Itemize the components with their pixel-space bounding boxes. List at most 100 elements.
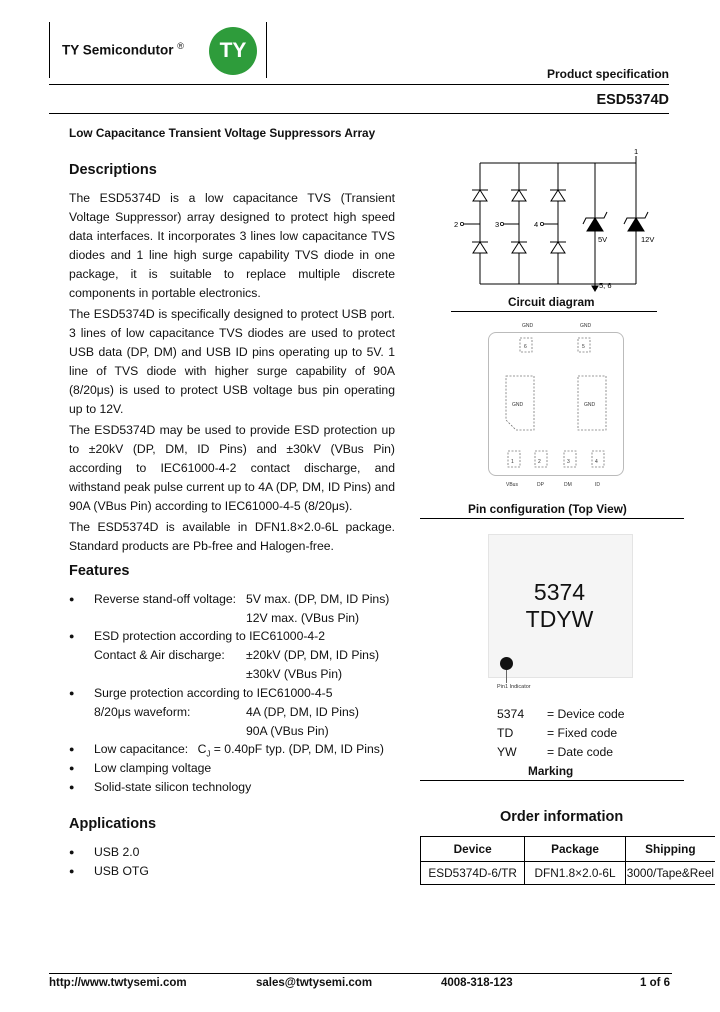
order-cell: DFN1.8×2.0-6L xyxy=(524,861,626,885)
description-paragraph: The ESD5374D is available in DFN1.8×2.0-… xyxy=(69,520,395,553)
header-rule-2 xyxy=(49,113,669,114)
feature-label: Low clamping voltage xyxy=(94,761,212,775)
order-cell: ESD5374D-6/TR xyxy=(419,861,526,885)
pin1-indicator-dot xyxy=(500,657,513,670)
pin-config-caption-rule xyxy=(420,518,684,519)
marking-legend-code: 5374 xyxy=(497,707,525,721)
capacitance-label: Low capacitance: xyxy=(94,742,189,756)
feature-item: Surge protection according to IEC61000-4… xyxy=(69,686,399,742)
feature-item: ESD protection according to IEC61000-4-2… xyxy=(69,629,399,685)
feature-item: Reverse stand-off voltage: 5V max. (DP, … xyxy=(69,592,399,628)
pad-label: GND xyxy=(512,402,524,408)
pin-top-label: GND xyxy=(522,323,534,329)
feature-value: 4A (DP, DM, ID Pins) xyxy=(246,705,359,719)
capacitance-symbol: C xyxy=(197,742,207,756)
marking-legend-desc: = Device code xyxy=(547,707,625,721)
pin-bottom-label: ID xyxy=(595,482,600,488)
circuit-pin-label: 5, 6 xyxy=(599,281,612,290)
feature-value: ±30kV (VBus Pin) xyxy=(246,667,343,681)
feature-label: Solid-state silicon technology xyxy=(94,780,252,794)
doc-type: Product specification xyxy=(546,67,669,81)
footer-page: 1 of 6 xyxy=(640,977,671,989)
description-paragraph: The ESD5374D is specifically designed to… xyxy=(69,307,395,416)
feature-label: Reverse stand-off voltage: xyxy=(94,592,237,606)
footer-url[interactable]: http://www.twtysemi.com xyxy=(49,977,187,989)
application-item: USB 2.0 xyxy=(69,845,269,863)
header-left-rule xyxy=(49,22,50,78)
marking-legend-desc: = Date code xyxy=(547,745,614,759)
feature-sublabel: 8/20μs waveform: xyxy=(94,705,191,719)
capacitance-subscript: J xyxy=(206,749,211,759)
pin-number: 1 xyxy=(511,459,514,465)
feature-item: Low capacitance: CJ = 0.40pF typ. (DP, D… xyxy=(69,742,399,760)
pin-bottom-label: VBus xyxy=(506,482,518,488)
marking-line-2: TDYW xyxy=(525,606,594,632)
circuit-pin-label: 2 xyxy=(454,220,458,229)
applications-heading: Applications xyxy=(69,816,157,832)
descriptions-body: The ESD5374D is a low capacitance TVS (T… xyxy=(69,189,395,556)
feature-label: Low capacitance: CJ = 0.40pF typ. (DP, D… xyxy=(94,742,384,758)
circuit-pin-label: 3 xyxy=(495,220,499,229)
pin-number: 2 xyxy=(538,459,541,465)
order-table: Device Package Shipping ESD5374D-6/TR DF… xyxy=(419,836,715,885)
order-cell: 3000/Tape&Reel xyxy=(626,866,714,880)
circuit-caption: Circuit diagram xyxy=(508,295,595,309)
feature-label: Surge protection according to IEC61000-4… xyxy=(94,686,333,700)
logo-text: TY xyxy=(219,39,247,62)
doc-subtitle: Low Capacitance Transient Voltage Suppre… xyxy=(69,126,376,140)
feature-item: Solid-state silicon technology xyxy=(69,780,399,798)
application-item: USB OTG xyxy=(69,864,269,882)
feature-value: 90A (VBus Pin) xyxy=(246,724,329,738)
feature-sublabel: Contact & Air discharge: xyxy=(94,648,225,662)
features-heading: Features xyxy=(69,563,130,579)
marking-caption: Marking xyxy=(528,764,574,778)
marking-package xyxy=(488,534,633,678)
pin-bottom-label: DM xyxy=(564,482,572,488)
header-right-rule xyxy=(266,22,267,78)
pin-number: 6 xyxy=(524,344,527,350)
order-column-header: Device xyxy=(419,836,526,862)
company-logo: TY xyxy=(209,27,257,75)
pin1-indicator-note: Pin1 Indicator xyxy=(497,684,531,690)
circuit-caption-rule xyxy=(451,311,657,312)
application-label: USB 2.0 xyxy=(94,845,140,859)
application-label: USB OTG xyxy=(94,864,149,878)
footer-rule xyxy=(49,973,672,974)
pin-number: 5 xyxy=(582,344,585,350)
marking-legend-code: TD xyxy=(497,726,514,740)
pin1-indicator-leader xyxy=(506,670,507,683)
descriptions-heading: Descriptions xyxy=(69,162,157,178)
footer-phone: 4008-318-123 xyxy=(441,977,513,989)
circuit-pin-label: 1 xyxy=(634,147,638,156)
header-rule-1 xyxy=(49,84,669,85)
table-row: ESD5374D-6/TR DFN1.8×2.0-6L 3000/Tape&Re… xyxy=(419,861,715,885)
capacitance-value: = 0.40pF typ. (DP, DM, ID Pins) xyxy=(213,742,384,756)
part-number: ESD5374D xyxy=(596,92,669,108)
feature-value: 5V max. (DP, DM, ID Pins) xyxy=(246,592,390,606)
circuit-voltage-label: 12V xyxy=(641,235,654,244)
pin-config-caption: Pin configuration (Top View) xyxy=(468,502,627,516)
marking-legend-code: YW xyxy=(497,745,517,759)
pin-config-drawing: GND GND 6 5 GND GND 1 2 3 4 VBus DP DM I… xyxy=(505,323,607,488)
footer-email[interactable]: sales@twtysemi.com xyxy=(256,977,373,989)
pad-label: GND xyxy=(584,402,596,408)
pin-bottom-label: DP xyxy=(537,482,545,488)
marking-caption-rule xyxy=(420,780,684,781)
pin-number: 4 xyxy=(595,459,598,465)
marking-line-1: 5374 xyxy=(533,579,586,605)
circuit-pin-label: 4 xyxy=(534,220,538,229)
feature-label: ESD protection according to IEC61000-4-2 xyxy=(94,629,326,643)
circuit-diagram: 1 2 3 4 5, 6 5V 12V xyxy=(454,147,654,292)
feature-value: 12V max. (VBus Pin) xyxy=(246,611,360,625)
circuit-voltage-label: 5V xyxy=(598,235,607,244)
order-heading: Order information xyxy=(500,809,624,825)
pin-top-label: GND xyxy=(580,323,592,329)
company-name: TY Semicondutor ® xyxy=(62,41,184,58)
marking-legend-desc: = Fixed code xyxy=(547,726,618,740)
registered-mark: ® xyxy=(177,41,184,51)
order-column-header: Package xyxy=(524,836,626,862)
feature-item: Low clamping voltage xyxy=(69,761,399,779)
description-paragraph: The ESD5374D is a low capacitance TVS (T… xyxy=(69,191,395,300)
description-paragraph: The ESD5374D may be used to provide ESD … xyxy=(69,423,395,513)
order-column-header: Shipping xyxy=(645,842,696,856)
